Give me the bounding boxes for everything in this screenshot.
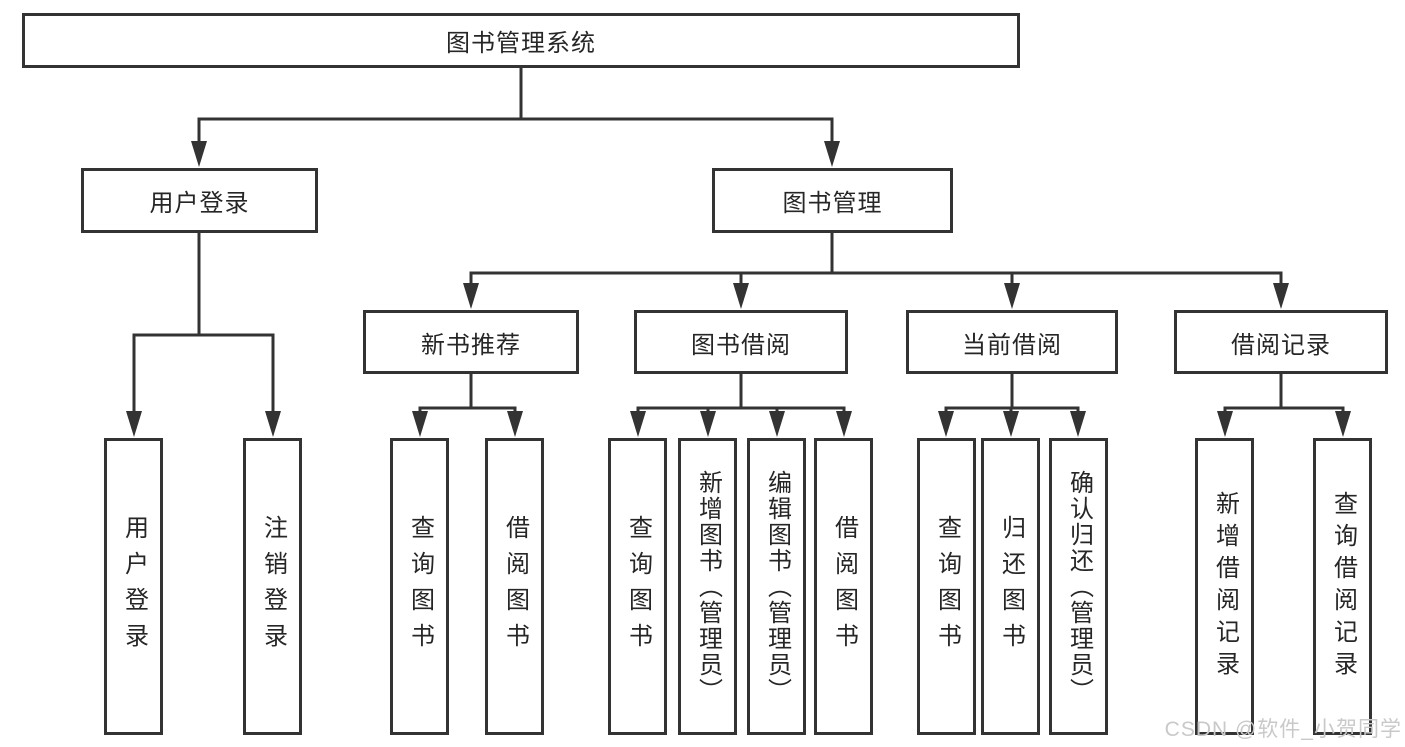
arrowhead-icon (700, 411, 716, 437)
node-label: 查询图书 (406, 514, 434, 659)
connector-borrow-records-split (1223, 374, 1345, 414)
connector-root-split (197, 67, 834, 144)
leaf-add-borrow-record: 新增借阅记录 (1195, 438, 1254, 735)
node-label: 用户登录 (149, 190, 250, 217)
connector-new-book-arrowheads (412, 411, 523, 437)
connector-current-borrow-arrowheads (938, 411, 1086, 437)
node-label: 新增借阅记录 (1211, 490, 1239, 683)
node-borrowing-records: 借阅记录 (1174, 310, 1388, 374)
node-label: 图书管理 (782, 190, 883, 217)
arrowhead-icon (1217, 411, 1233, 437)
connector-line (132, 232, 275, 414)
arrowhead-icon (1003, 411, 1019, 437)
leaf-edit-book-admin: 编辑图书（管理员） (747, 438, 806, 735)
connector-line (197, 67, 834, 144)
arrowhead-icon (1070, 411, 1086, 437)
connector-user-login-split (132, 232, 275, 414)
node-label: 确认归还（管理员） (1065, 469, 1093, 704)
connector-line (636, 374, 846, 414)
connector-book-borrow-split (636, 374, 846, 414)
node-label: 当前借阅 (962, 331, 1062, 359)
arrowhead-icon (733, 283, 749, 309)
arrowhead-icon (1335, 411, 1351, 437)
arrowhead-icon (1004, 283, 1020, 309)
node-root: 图书管理系统 (22, 13, 1020, 68)
node-new-book-recommendation: 新书推荐 (363, 310, 579, 374)
node-label: 注销登录 (259, 514, 287, 659)
connector-book-management-split (469, 232, 1283, 286)
connector-borrow-records-arrowheads (1217, 411, 1351, 437)
arrowhead-icon (265, 411, 281, 437)
node-label: 借阅记录 (1231, 331, 1331, 359)
arrowhead-icon (126, 411, 142, 437)
node-label: 查询图书 (933, 514, 961, 659)
leaf-user-login: 用户登录 (104, 438, 163, 735)
connector-line (944, 374, 1080, 414)
leaf-confirm-return-admin: 确认归还（管理员） (1049, 438, 1108, 735)
leaf-add-book-admin: 新增图书（管理员） (678, 438, 737, 735)
node-label: 新书推荐 (421, 331, 521, 359)
connector-book-borrow-arrowheads (630, 411, 852, 437)
node-label: 借阅图书 (830, 514, 858, 659)
arrowhead-icon (836, 411, 852, 437)
node-label: 查询借阅记录 (1329, 490, 1357, 683)
node-label: 借阅图书 (501, 514, 529, 659)
leaf-return-books: 归还图书 (981, 438, 1040, 735)
arrowhead-icon (191, 141, 207, 167)
leaf-borrow-books: 借阅图书 (814, 438, 873, 735)
leaf-borrow-books-recommend: 借阅图书 (485, 438, 544, 735)
arrowhead-icon (1273, 283, 1289, 309)
arrowhead-icon (412, 411, 428, 437)
connector-line (418, 374, 517, 414)
node-current-borrowing: 当前借阅 (906, 310, 1118, 374)
connector-new-book-split (418, 374, 517, 414)
node-user-login: 用户登录 (81, 168, 318, 233)
node-label: 编辑图书（管理员） (763, 469, 791, 704)
arrowhead-icon (824, 141, 840, 167)
leaf-query-books-recommend: 查询图书 (390, 438, 449, 735)
csdn-watermark: CSDN @软件_小贺同学 (1164, 718, 1402, 741)
connector-root-arrowheads (191, 141, 840, 167)
leaf-logout: 注销登录 (243, 438, 302, 735)
leaf-query-books-current: 查询图书 (917, 438, 976, 735)
connector-current-borrow-split (944, 374, 1080, 414)
arrowhead-icon (507, 411, 523, 437)
node-label: 图书借阅 (691, 331, 791, 359)
node-label: 归还图书 (997, 514, 1025, 659)
connector-user-login-arrowheads (126, 411, 281, 437)
node-book-borrowing: 图书借阅 (634, 310, 848, 374)
node-label: 用户登录 (120, 514, 148, 659)
node-label: 新增图书（管理员） (694, 469, 722, 704)
arrowhead-icon (463, 283, 479, 309)
leaf-query-books-borrow: 查询图书 (608, 438, 667, 735)
arrowhead-icon (938, 411, 954, 437)
connector-line (469, 232, 1283, 286)
arrowhead-icon (630, 411, 646, 437)
node-book-management: 图书管理 (712, 168, 953, 233)
node-label: 查询图书 (624, 514, 652, 659)
connector-book-management-arrowheads (463, 283, 1289, 309)
arrowhead-icon (769, 411, 785, 437)
connector-line (1223, 374, 1345, 414)
leaf-query-borrow-record: 查询借阅记录 (1313, 438, 1372, 735)
node-label: 图书管理系统 (446, 30, 596, 57)
